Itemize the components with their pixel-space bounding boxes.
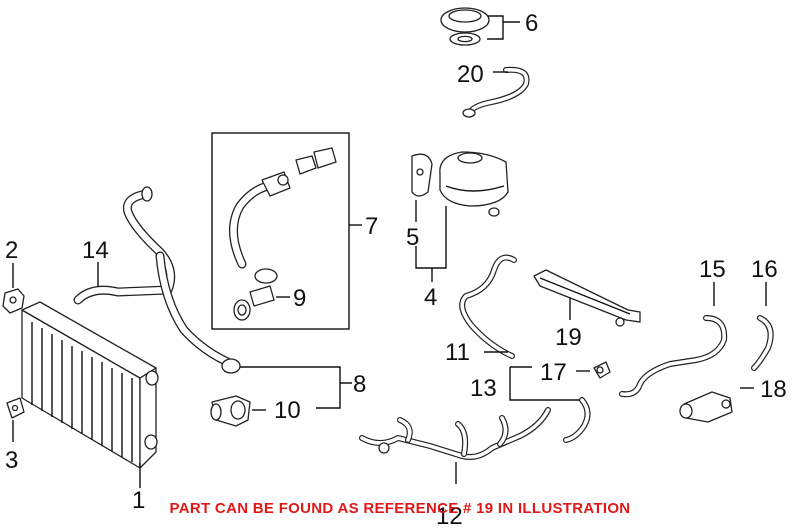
leader-4 xyxy=(415,206,447,282)
callout-2: 2 xyxy=(5,237,18,264)
callout-15: 15 xyxy=(699,256,726,283)
callout-3: 3 xyxy=(5,447,18,474)
callout-1: 1 xyxy=(132,487,145,514)
part-6-cap xyxy=(440,7,490,46)
part-20-hose xyxy=(462,66,530,118)
part-17-fitting xyxy=(593,361,611,379)
part-12-manifold xyxy=(359,407,551,460)
callout-8: 8 xyxy=(353,371,366,398)
callout-17: 17 xyxy=(540,359,567,386)
leader-13 xyxy=(509,366,580,401)
reference-notice: PART CAN BE FOUND AS REFERENCE # 19 IN I… xyxy=(169,500,631,517)
callout-11: 11 xyxy=(445,339,470,366)
part-19-pipe xyxy=(533,269,641,327)
part-11-hose xyxy=(459,254,517,359)
part-3-bracket xyxy=(6,397,25,419)
callout-5: 5 xyxy=(406,224,419,251)
part-5-bracket xyxy=(411,153,433,197)
leader-8 xyxy=(240,366,352,409)
callout-7: 7 xyxy=(365,213,378,240)
part-16-hose xyxy=(751,315,774,371)
box-7 xyxy=(211,132,350,330)
part-4-reservoir xyxy=(439,151,509,217)
callout-10: 10 xyxy=(274,397,301,424)
callout-9: 9 xyxy=(293,285,306,312)
part-13-hose xyxy=(563,397,591,443)
part-1-radiator xyxy=(21,301,159,469)
callout-14: 14 xyxy=(82,237,109,264)
callout-18: 18 xyxy=(760,376,787,403)
part-2-bracket xyxy=(2,288,25,314)
part-18-pump xyxy=(679,391,733,423)
part-10-connector xyxy=(210,395,251,427)
callout-4: 4 xyxy=(424,284,437,311)
callout-16: 16 xyxy=(751,256,778,283)
callout-19: 19 xyxy=(555,324,582,351)
leader-6 xyxy=(487,15,520,40)
callout-20: 20 xyxy=(457,61,484,88)
part-15-pipe xyxy=(619,315,728,398)
callout-13: 13 xyxy=(470,375,497,402)
callout-6: 6 xyxy=(525,10,538,37)
callout-12: 12 xyxy=(436,503,463,528)
part-7-assembly xyxy=(229,147,337,321)
part-14-hose xyxy=(73,186,241,374)
